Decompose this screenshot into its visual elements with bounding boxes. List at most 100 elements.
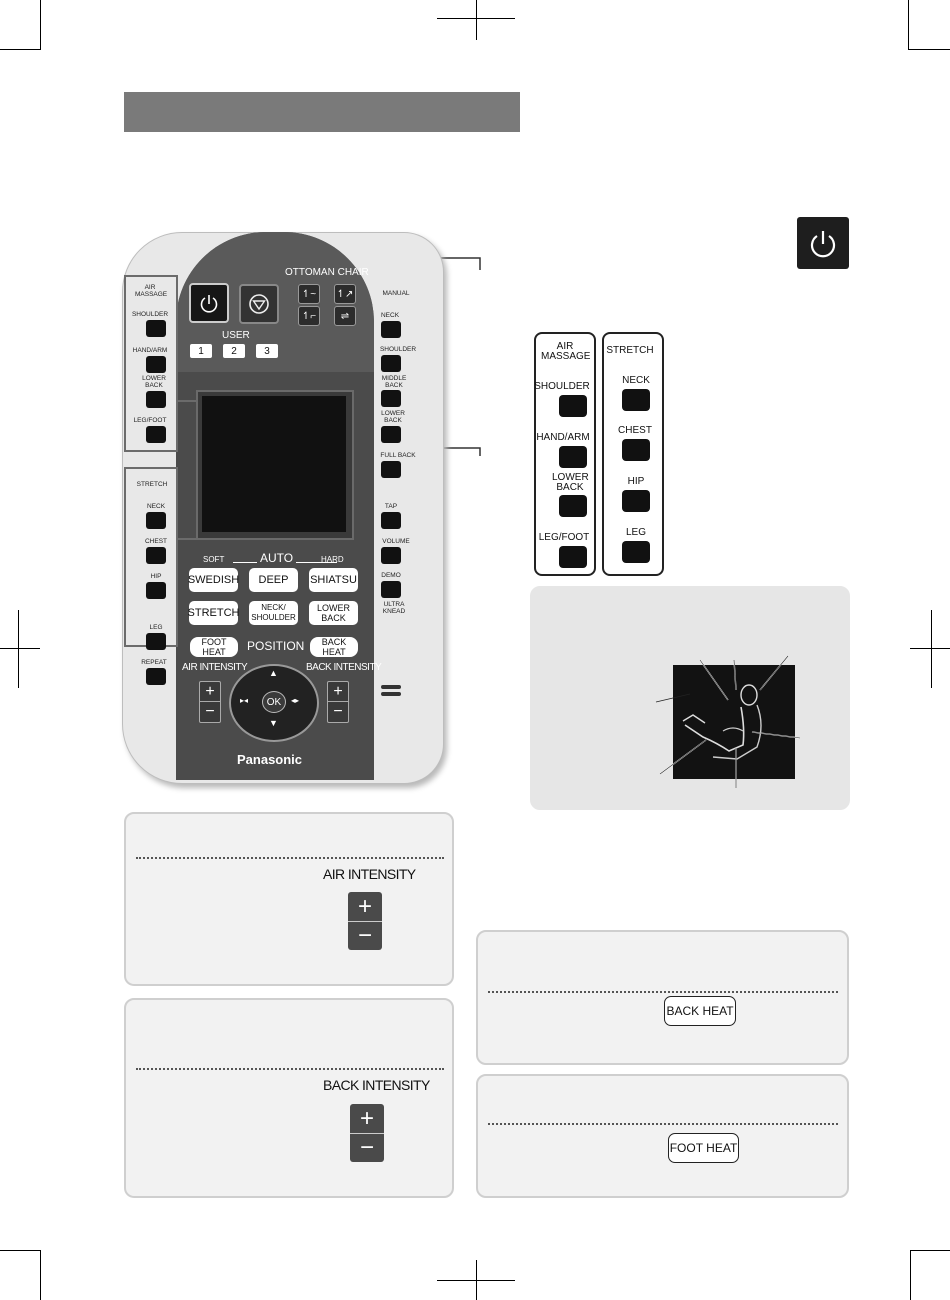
auto-swedish-button[interactable]: SWEDISH xyxy=(188,568,239,592)
ottoman-down-icon: ↿⌐ xyxy=(301,310,317,322)
stretch-leg-label: LEG xyxy=(149,624,163,631)
back-intensity-plus[interactable]: + xyxy=(328,682,348,702)
user-1-button[interactable]: 1 xyxy=(190,344,212,358)
user-2-button[interactable]: 2 xyxy=(223,344,245,358)
back-intensity-box-plus[interactable]: + xyxy=(359,1105,374,1132)
dpad-up-arrow-icon[interactable]: ▲ xyxy=(269,668,278,678)
auto-deep-button[interactable]: DEEP xyxy=(249,568,298,592)
air-lower-back-label: LOWER BACK xyxy=(142,375,166,389)
volume-key[interactable] xyxy=(381,547,401,564)
auto-label: AUTO xyxy=(257,551,297,565)
stretch-hip-label: HIP xyxy=(150,573,162,580)
position-label: POSITION xyxy=(247,639,305,653)
back-intensity-box-rocker: + − xyxy=(350,1104,384,1162)
ottoman-up-icon: ↿~ xyxy=(301,288,317,300)
air-intensity-rocker: + − xyxy=(199,681,221,723)
stop-icon xyxy=(249,294,269,314)
dpad-left-arrow-icon[interactable]: ▸◂ xyxy=(240,696,249,705)
auto-lower-back-button[interactable]: LOWER BACK xyxy=(309,601,358,625)
air-panel-lower-back-key[interactable] xyxy=(559,495,587,517)
foot-heat-divider xyxy=(488,1123,838,1125)
auto-hard-label: HARD xyxy=(321,555,344,564)
manual-neck-label: NECK xyxy=(380,312,400,319)
manual-lower-back-label: LOWER BACK xyxy=(381,410,405,424)
tap-key[interactable] xyxy=(381,512,401,529)
back-intensity-divider xyxy=(136,1068,444,1070)
user-3-button[interactable]: 3 xyxy=(256,344,278,358)
air-intensity-box-minus[interactable]: − xyxy=(348,921,382,949)
manual-shoulder-key[interactable] xyxy=(381,355,401,372)
back-heat-box-button[interactable]: BACK HEAT xyxy=(664,996,736,1026)
manual-neck-key[interactable] xyxy=(381,321,401,338)
stretch-panel-hip-key[interactable] xyxy=(622,490,650,512)
dpad-right-arrow-icon[interactable]: ◂▸ xyxy=(291,696,300,705)
stretch-panel-chest-key[interactable] xyxy=(622,439,650,461)
ottoman-down-button[interactable]: ↿⌐ xyxy=(298,306,320,326)
auto-stretch-button[interactable]: STRETCH xyxy=(188,601,239,625)
stretch-leg-key[interactable] xyxy=(146,633,166,650)
air-intensity-plus[interactable]: + xyxy=(200,682,220,702)
user-label: USER xyxy=(222,330,250,341)
seated-person-icon xyxy=(682,684,762,760)
air-leg-foot-key[interactable] xyxy=(146,426,166,443)
air-panel-shoulder-key[interactable] xyxy=(559,395,587,417)
stretch-chest-key[interactable] xyxy=(146,547,166,564)
back-intensity-box-label: BACK INTENSITY xyxy=(323,1077,430,1093)
chair-return-button[interactable]: ⇌ xyxy=(334,306,356,326)
dpad-down-arrow-icon[interactable]: ▼ xyxy=(269,718,278,728)
manual-middle-back-key[interactable] xyxy=(381,390,401,407)
air-intensity-box-plus[interactable]: + xyxy=(357,893,372,920)
back-heat-info-box xyxy=(476,930,849,1065)
stretch-panel-neck-label: NECK xyxy=(622,375,650,386)
power-button[interactable] xyxy=(189,283,229,323)
air-hand-arm-key[interactable] xyxy=(146,356,166,373)
air-shoulder-label: SHOULDER xyxy=(131,311,169,318)
back-intensity-label: BACK INTENSITY xyxy=(306,662,382,673)
chair-recline-button[interactable]: ↿↗ xyxy=(334,284,356,304)
ottoman-chair-label: OTTOMAN CHAIR xyxy=(285,267,369,278)
power-icon xyxy=(200,295,218,313)
stretch-panel-title: STRETCH xyxy=(606,345,654,356)
foot-heat-box-button[interactable]: FOOT HEAT xyxy=(668,1133,739,1163)
air-intensity-minus[interactable]: − xyxy=(205,703,215,720)
stretch-panel-hip-label: HIP xyxy=(627,476,645,487)
auto-soft-label: SOFT xyxy=(203,555,225,564)
air-intensity-box-label: AIR INTENSITY xyxy=(323,866,416,882)
back-heat-button[interactable]: BACK HEAT xyxy=(310,637,358,657)
air-panel-title: AIR MASSAGE xyxy=(541,341,591,362)
back-intensity-rocker: + − xyxy=(327,681,349,723)
stretch-panel-neck-key[interactable] xyxy=(622,389,650,411)
auto-shiatsu-button[interactable]: SHIATSU xyxy=(309,568,358,592)
back-heat-divider xyxy=(488,991,838,993)
repeat-key[interactable] xyxy=(146,668,166,685)
ok-button[interactable]: OK xyxy=(262,691,286,713)
stretch-neck-key[interactable] xyxy=(146,512,166,529)
power-button-illustration xyxy=(797,217,849,269)
manual-lower-back-key[interactable] xyxy=(381,426,401,443)
air-panel-leg-foot-key[interactable] xyxy=(559,546,587,568)
volume-label: VOLUME xyxy=(382,538,410,545)
manual-full-back-key[interactable] xyxy=(381,461,401,478)
foot-heat-button[interactable]: FOOT HEAT xyxy=(190,637,238,657)
air-hand-arm-label: HAND/ARM xyxy=(132,347,168,354)
air-panel-hand-arm-label: HAND/ARM xyxy=(536,432,590,443)
air-intensity-divider xyxy=(136,857,444,859)
manual-full-back-label: FULL BACK xyxy=(380,452,416,459)
air-shoulder-key[interactable] xyxy=(146,320,166,337)
chair-return-icon: ⇌ xyxy=(340,310,350,322)
stretch-hip-key[interactable] xyxy=(146,582,166,599)
manual-shoulder-label: SHOULDER xyxy=(379,346,417,353)
air-lower-back-key[interactable] xyxy=(146,391,166,408)
back-intensity-minus[interactable]: − xyxy=(333,703,343,720)
demo-key[interactable] xyxy=(381,581,401,598)
stretch-panel-leg-key[interactable] xyxy=(622,541,650,563)
auto-neck-shoulder-button[interactable]: NECK/ SHOULDER xyxy=(249,601,298,625)
air-panel-shoulder-label: SHOULDER xyxy=(534,381,590,392)
back-intensity-box-minus[interactable]: − xyxy=(350,1133,384,1161)
ottoman-up-button[interactable]: ↿~ xyxy=(298,284,320,304)
air-panel-hand-arm-key[interactable] xyxy=(559,446,587,468)
brand-logo: Panasonic xyxy=(237,752,303,767)
section-header-bar xyxy=(124,92,520,132)
stop-button[interactable] xyxy=(239,284,279,324)
